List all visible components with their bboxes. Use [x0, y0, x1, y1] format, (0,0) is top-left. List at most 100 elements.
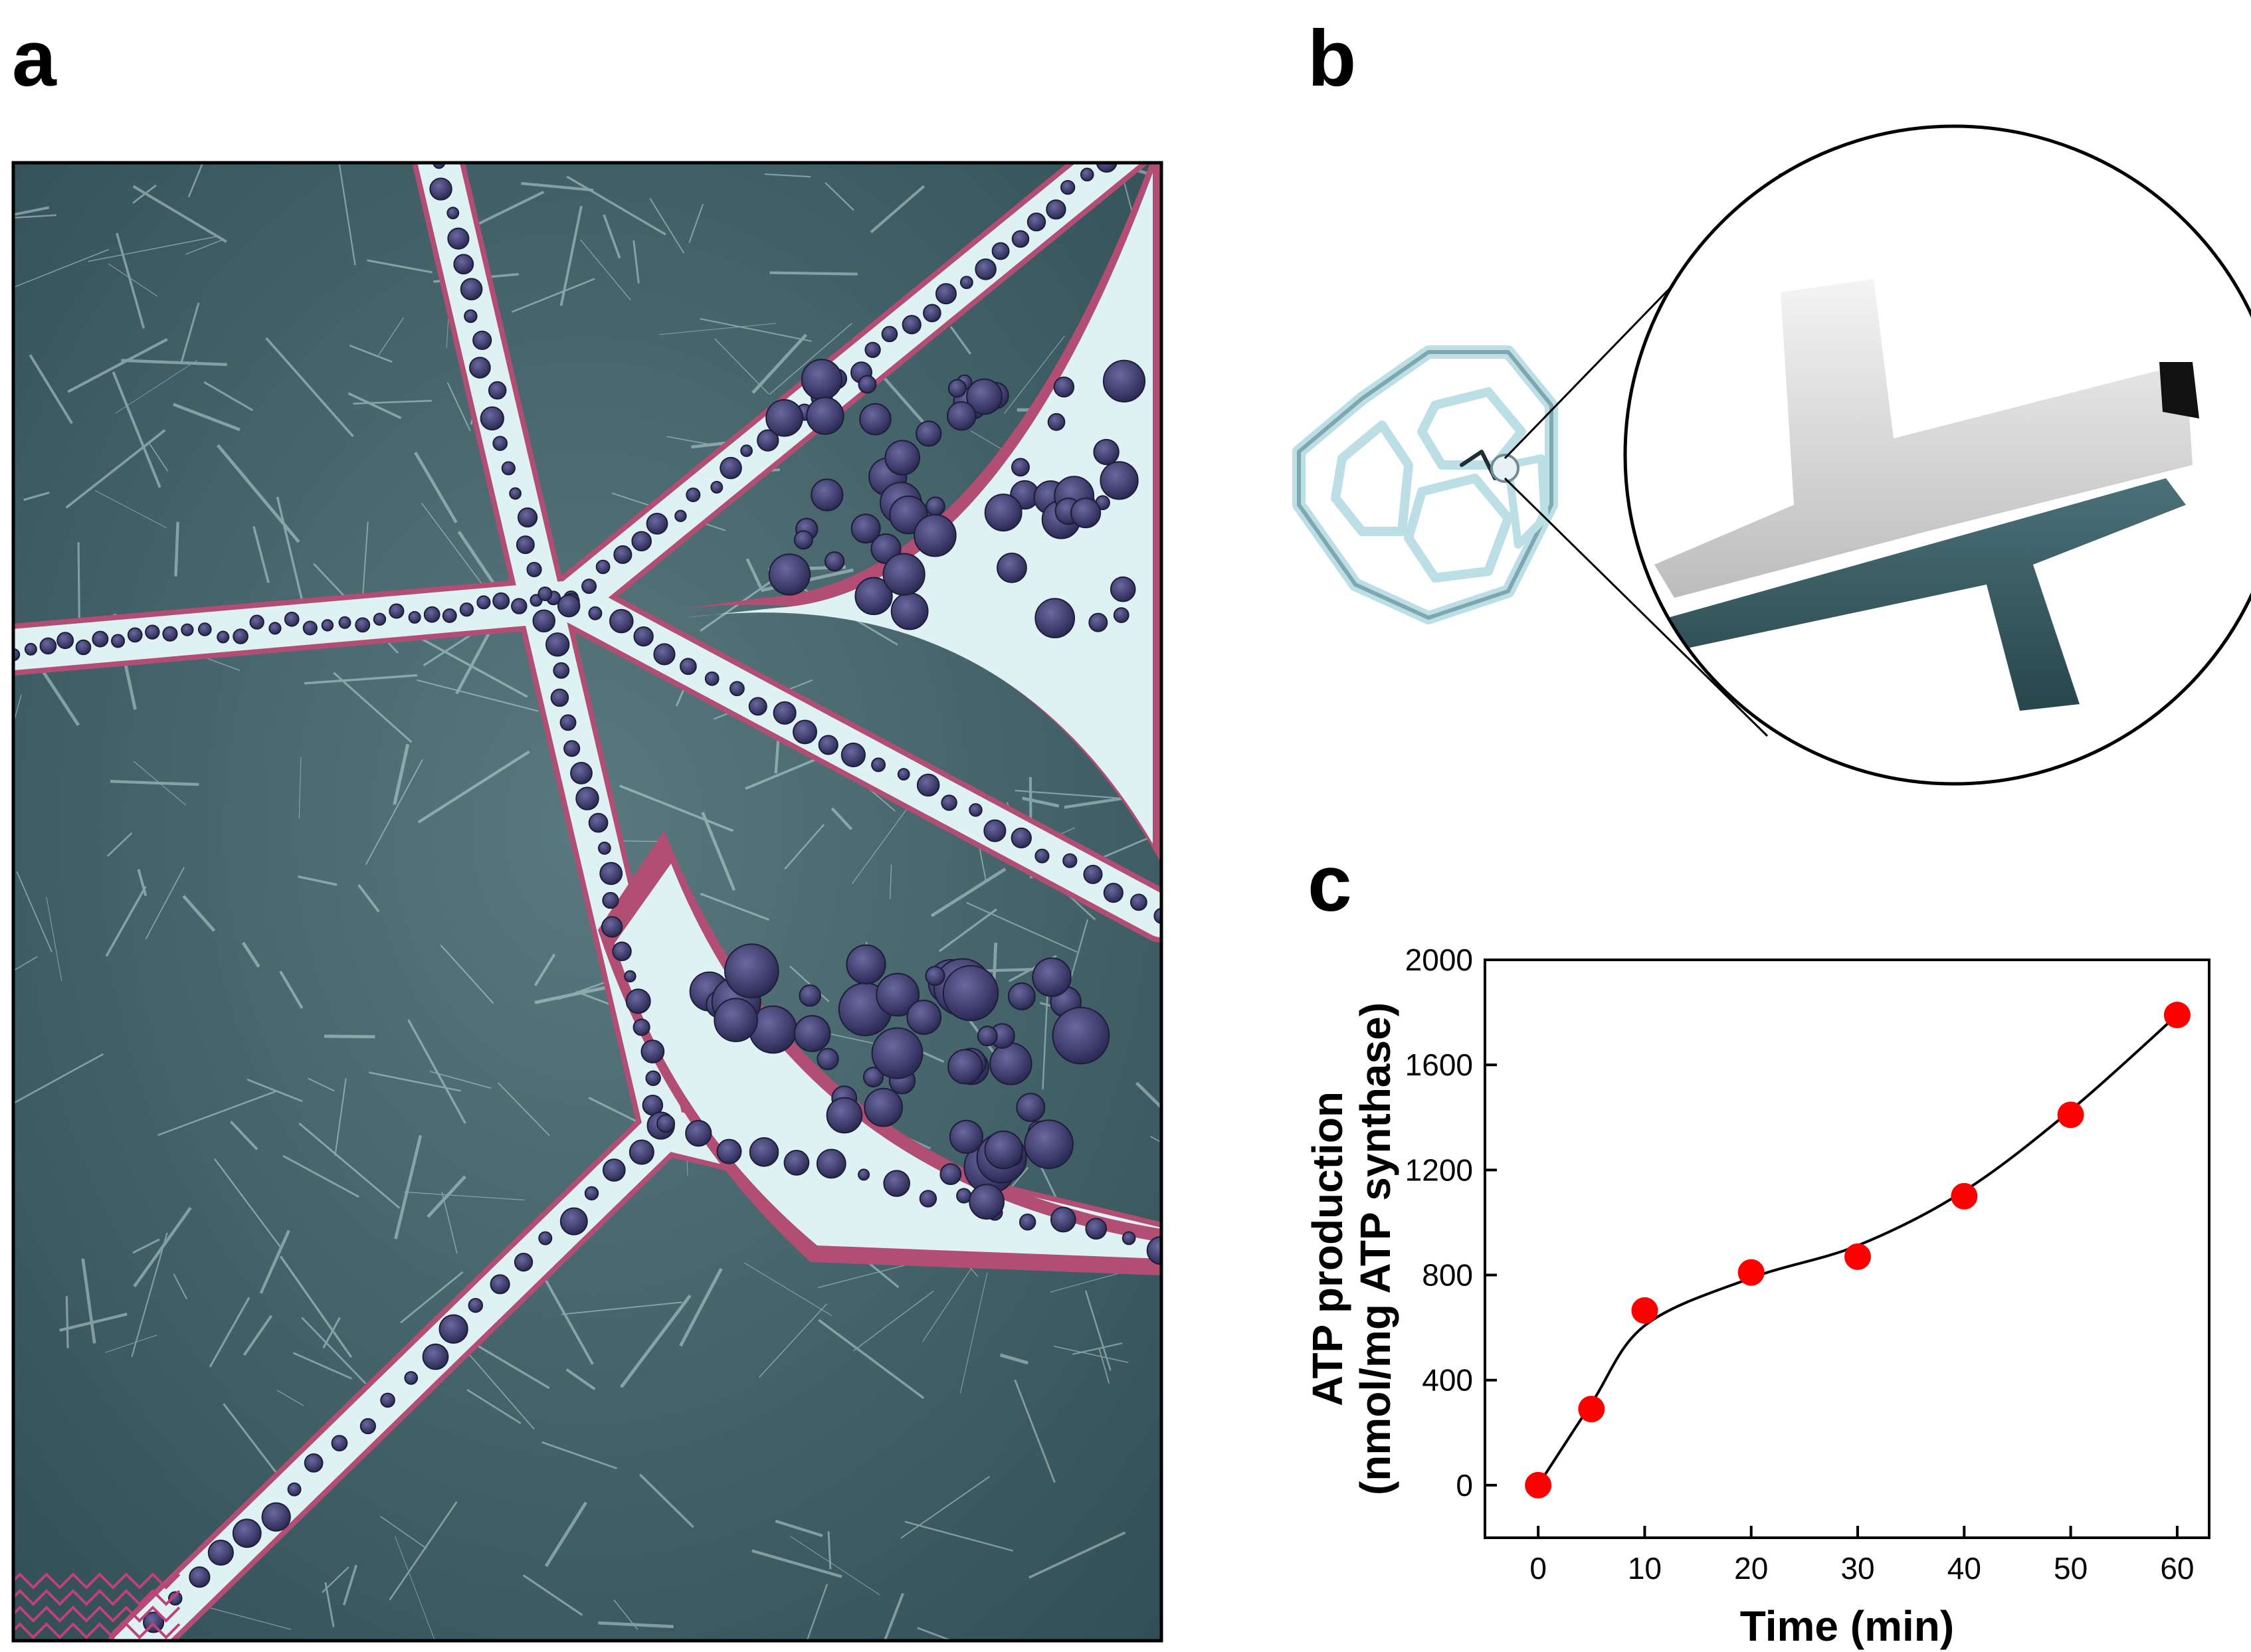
vesicle: [404, 1371, 419, 1385]
fiber: [930, 868, 1007, 917]
vesicle: [645, 1070, 661, 1086]
vesicle: [919, 1190, 937, 1208]
vesicle: [975, 258, 997, 280]
vesicle: [338, 616, 351, 629]
vesicle: [492, 436, 508, 451]
y-tick-label: 0: [1456, 1468, 1473, 1503]
fiber: [88, 236, 216, 262]
y-axis-title-line1: ATP production: [1304, 1091, 1351, 1406]
fiber: [745, 558, 763, 591]
fiber: [1053, 1345, 1129, 1363]
panel-a-illustration: [11, 116, 1170, 1643]
vesicle: [1016, 1093, 1046, 1123]
y-tick-label: 400: [1422, 1363, 1473, 1398]
plot-frame: [1484, 959, 2210, 1539]
vesicle: [680, 658, 697, 676]
wave-line: [13, 1572, 181, 1590]
vesicle: [631, 531, 652, 552]
fiber: [276, 496, 307, 614]
fiber: [638, 1473, 694, 1528]
fiber: [417, 636, 528, 698]
vesicle: [947, 379, 967, 398]
vesicle: [1007, 982, 1036, 1010]
vesicle: [511, 598, 528, 614]
vesicle: [801, 359, 842, 401]
vesicle: [984, 1130, 1023, 1170]
vesicle: [476, 595, 491, 610]
vesicle: [897, 768, 910, 780]
fiber: [252, 526, 270, 583]
vesicle: [773, 701, 797, 725]
fiber: [870, 185, 926, 234]
vesicle: [111, 634, 126, 648]
fiber: [182, 895, 216, 932]
vesicle: [1122, 1231, 1136, 1245]
vesicle: [646, 512, 668, 535]
fiber: [353, 400, 433, 405]
fiber: [214, 1158, 282, 1249]
fiber: [185, 239, 224, 255]
vesicle: [685, 1120, 712, 1147]
fiber: [603, 214, 621, 259]
vesicle: [488, 381, 507, 400]
fiber: [116, 232, 146, 329]
vesicle: [75, 639, 92, 656]
vesicle: [1053, 376, 1075, 398]
vesicle: [261, 1502, 291, 1532]
fiber: [922, 1267, 973, 1342]
vesicle: [446, 207, 460, 220]
vesicle: [1157, 116, 1170, 129]
fiber: [29, 354, 73, 424]
vesicle: [871, 1027, 924, 1079]
fiber: [282, 1154, 359, 1198]
vesicle: [840, 742, 866, 768]
vesicle: [1131, 121, 1149, 139]
fiber: [230, 1121, 258, 1150]
x-tick-label: 40: [1947, 1551, 1981, 1586]
fiber: [818, 1319, 925, 1400]
fiber: [421, 502, 488, 593]
fiber: [649, 198, 685, 254]
vesicle: [890, 592, 929, 630]
vesicle: [1032, 957, 1072, 997]
fiber: [831, 807, 853, 830]
fiber: [133, 761, 186, 806]
vesicle: [480, 406, 504, 431]
fiber: [441, 1192, 458, 1254]
fiber: [378, 317, 404, 356]
fiber: [342, 1564, 358, 1606]
fiber: [403, 1191, 525, 1201]
vesicle: [581, 579, 597, 595]
fiber: [679, 1267, 723, 1347]
x-tick-label: 30: [1840, 1551, 1874, 1586]
fiber: [333, 672, 413, 743]
fiber: [883, 1593, 904, 1641]
vesicle: [284, 611, 300, 627]
fiber: [566, 175, 666, 236]
vesicle: [422, 1343, 449, 1370]
y-tick-label: 1200: [1405, 1152, 1473, 1187]
fiber: [349, 344, 393, 363]
x-tick-label: 50: [2054, 1551, 2088, 1586]
fiber: [389, 1501, 458, 1601]
vesicle: [233, 628, 248, 644]
vesicle: [1046, 199, 1066, 220]
fiber: [559, 206, 583, 306]
fiber: [565, 1368, 596, 1391]
fiber: [700, 318, 812, 342]
fiber: [65, 1296, 69, 1348]
vesicle: [1096, 163, 1118, 173]
vesicle: [983, 819, 1007, 842]
fiber: [81, 1258, 96, 1344]
fiber: [132, 185, 227, 243]
vesicle: [588, 606, 603, 620]
vesicle: [997, 552, 1027, 583]
fiber: [243, 1315, 273, 1356]
data-point: [1525, 1471, 1552, 1499]
vesicle: [914, 513, 957, 557]
fiber: [209, 1297, 250, 1368]
fiber: [132, 1238, 160, 1254]
vesicle: [197, 622, 212, 636]
